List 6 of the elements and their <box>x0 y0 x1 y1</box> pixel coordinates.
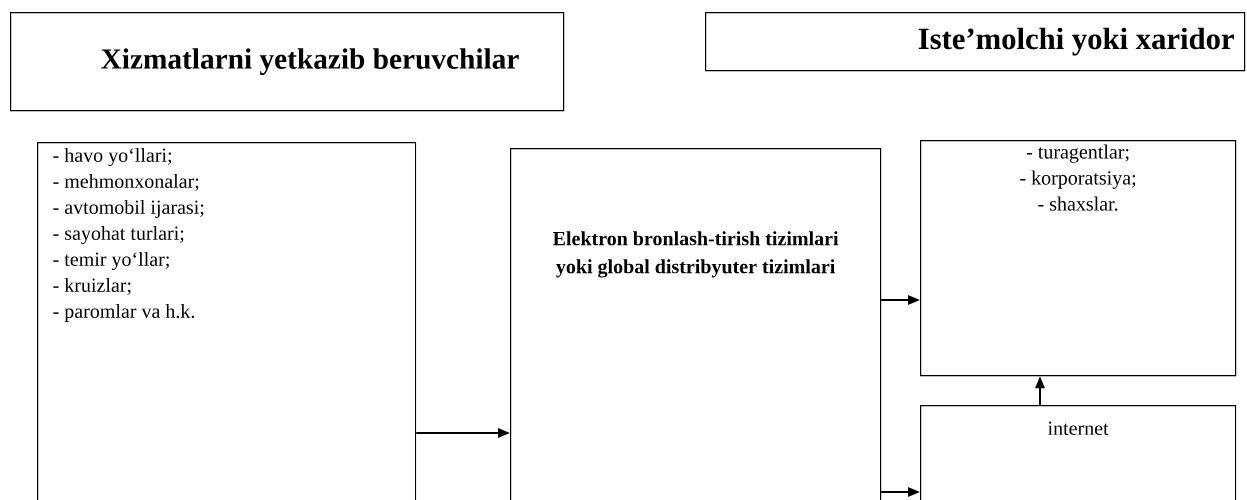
heading-box: Iste’molchi yoki xaridor <box>705 12 1246 72</box>
heading-box: Xizmatlarni yetkazib beruvchilar <box>10 12 565 112</box>
process-box: Elektron bronlash-tirish tizimlari yoki global distribyuter tizimlari <box>510 148 882 500</box>
process-box: internet <box>920 405 1237 500</box>
list-box: - havo yo‘llari; - mehmonxonalar; - avtomobil ijarasi; - sayohat turlari; - temir yo‘llar; - kruizlar; - paromlar va h.k. <box>37 142 417 500</box>
list-box: - turagentlar; - korporatsiya; - shaxslar. <box>920 140 1237 377</box>
